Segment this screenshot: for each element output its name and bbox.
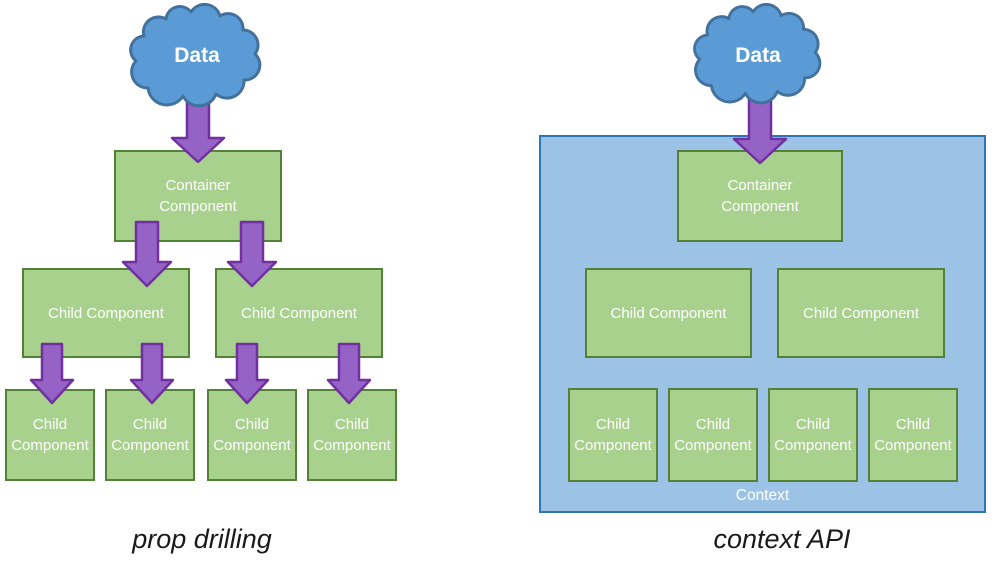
right-child-component-box-2: Child Component — [777, 268, 945, 358]
left-leaf-component-box-1: Child Component — [5, 389, 95, 481]
right-child-component-box-1: Child Component — [585, 268, 752, 358]
right-leaf-component-label-3: Child Component — [774, 416, 852, 454]
left-leaf-component-box-2: Child Component — [105, 389, 195, 481]
left-container-component-box: Container Component — [114, 150, 282, 242]
left-leaf-component-label-2: Child Component — [111, 416, 189, 454]
left-leaf-component-box-3: Child Component — [207, 389, 297, 481]
left-leaf-component-label-3: Child Component — [213, 416, 291, 454]
right-container-component-label: Container Component — [721, 177, 799, 215]
context-label: Context — [735, 487, 790, 504]
arrow-data-to-container-left — [170, 68, 226, 164]
right-child-component-label-2: Child Component — [803, 304, 919, 322]
right-child-component-label-1: Child Component — [610, 304, 727, 322]
left-child-component-box-1: Child Component — [22, 268, 190, 358]
left-leaf-component-label-4: Child Component — [313, 416, 391, 454]
left-leaf-component-box-4: Child Component — [307, 389, 397, 481]
left-child-component-box-2: Child Component — [215, 268, 383, 358]
left-child-component-label-2: Child Component — [241, 304, 357, 322]
left-leaf-component-label-1: Child Component — [11, 416, 89, 454]
right-leaf-component-box-2: Child Component — [668, 388, 758, 482]
right-leaf-component-label-1: Child Component — [574, 416, 652, 454]
data-cloud-label-right: Data — [735, 44, 781, 67]
right-leaf-component-label-2: Child Component — [674, 416, 752, 454]
caption-context-api: context API — [713, 524, 851, 554]
left-container-component-label: Container Component — [159, 177, 237, 215]
data-cloud-label-left: Data — [174, 44, 220, 67]
right-leaf-component-box-4: Child Component — [868, 388, 958, 482]
right-leaf-component-box-3: Child Component — [768, 388, 858, 482]
left-child-component-label-1: Child Component — [48, 304, 164, 322]
caption-prop-drilling: prop drilling — [132, 524, 272, 554]
right-leaf-component-label-4: Child Component — [874, 416, 952, 454]
right-container-component-box: Container Component — [677, 150, 843, 242]
right-leaf-component-box-1: Child Component — [568, 388, 658, 482]
